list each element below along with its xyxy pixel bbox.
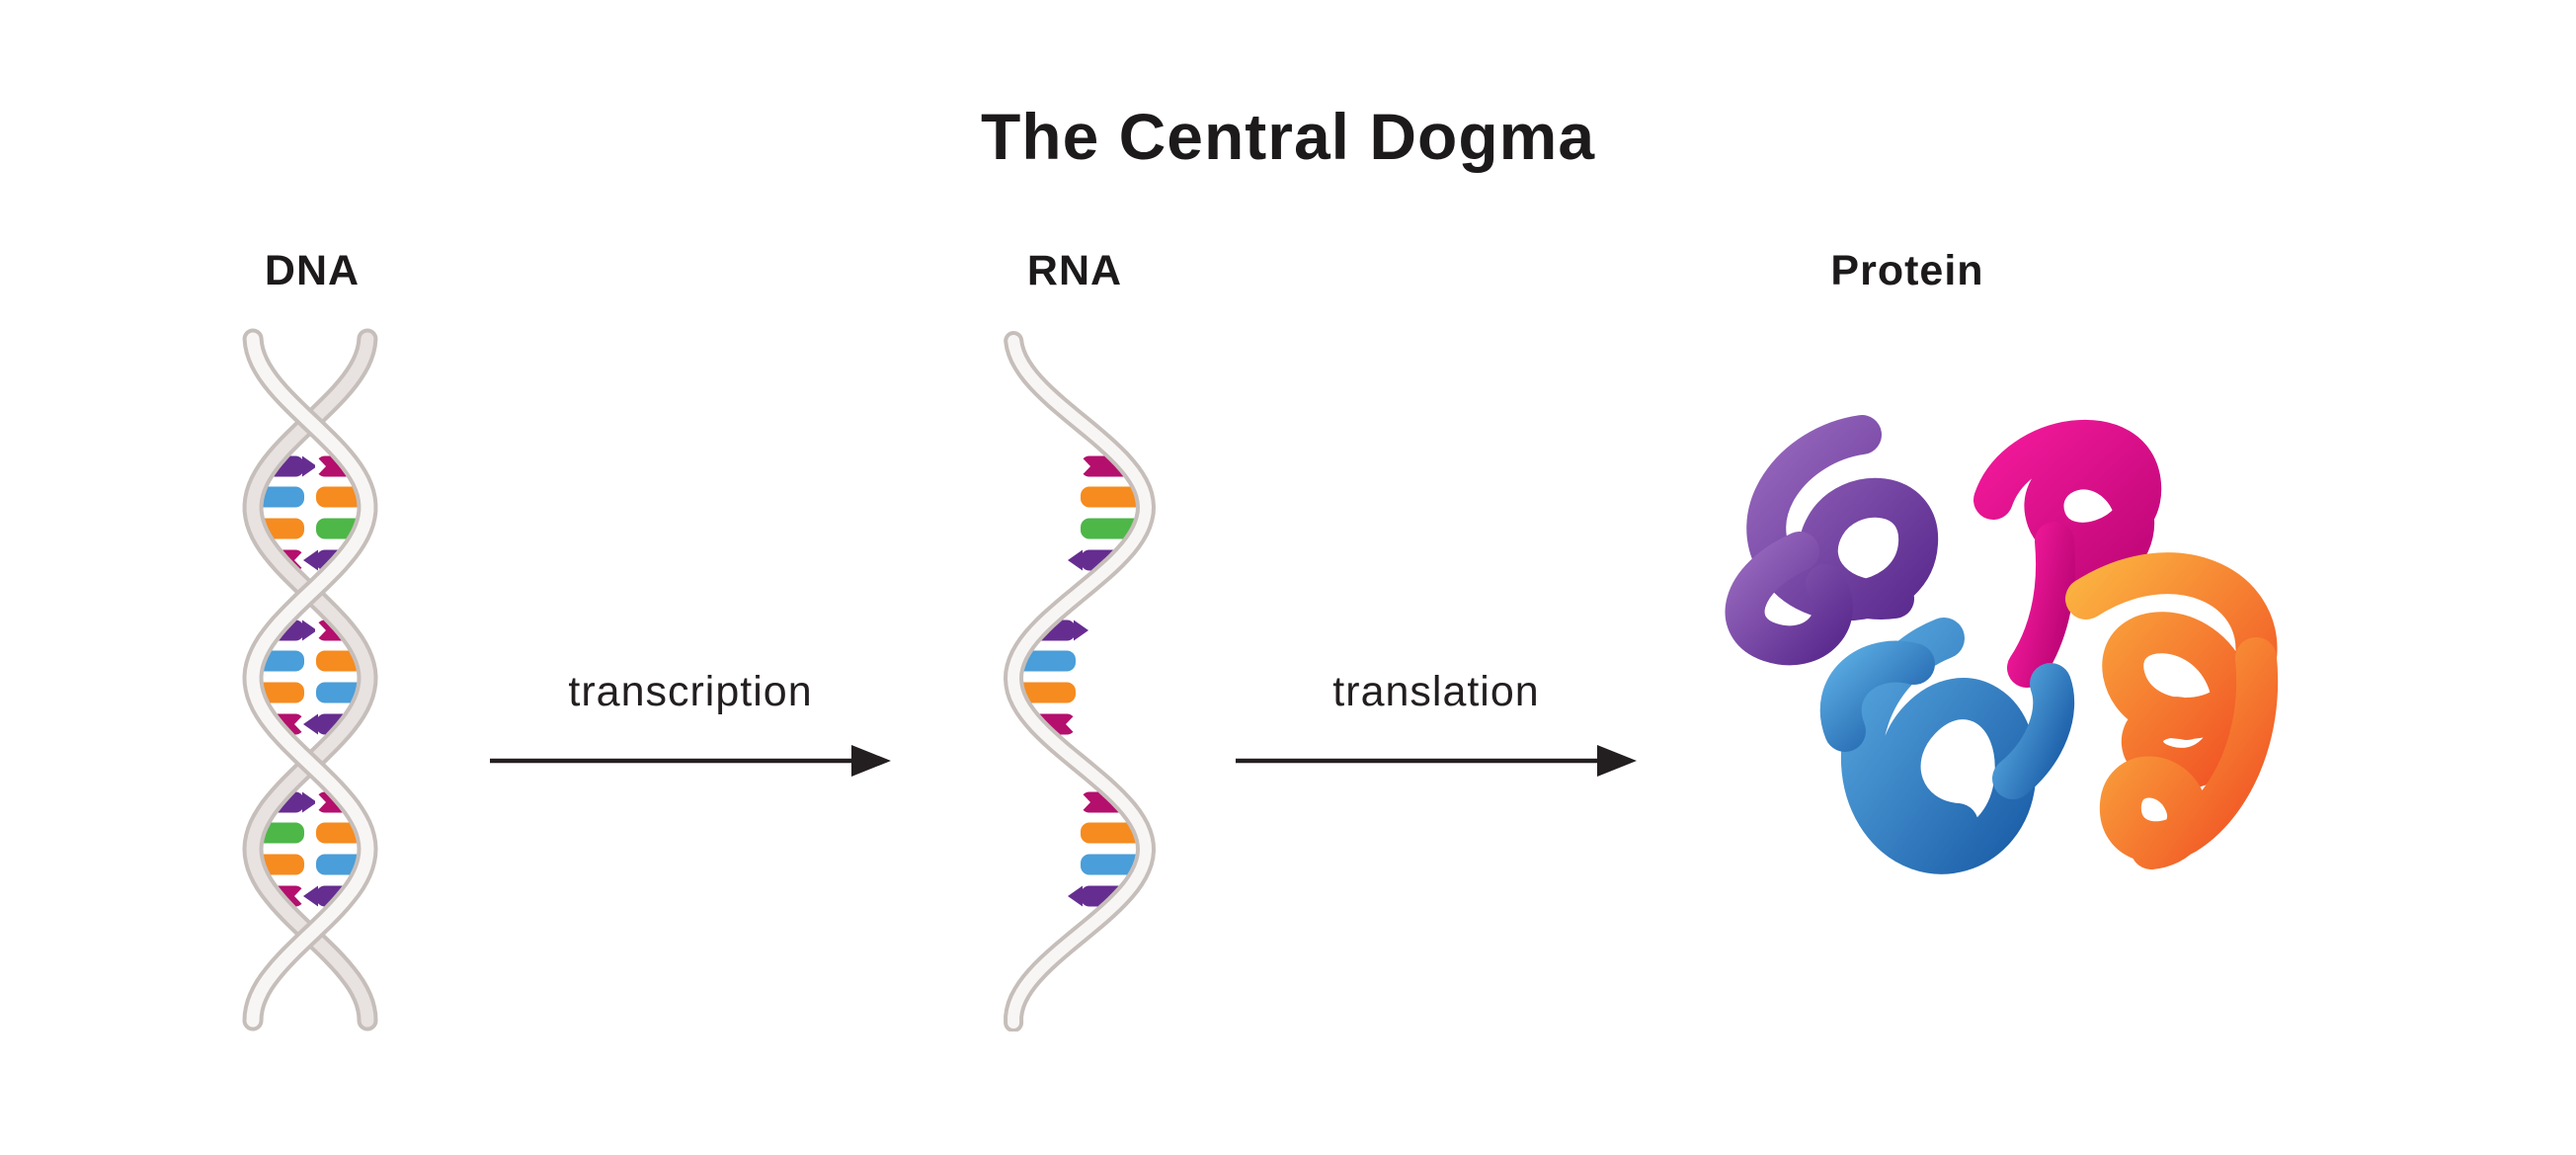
protein-orange-tube — [2099, 637, 2279, 869]
rna-label: RNA — [1026, 247, 1123, 294]
protein-blue-tube — [1992, 663, 2075, 799]
transcription-label: transcription — [568, 668, 813, 715]
protein-label: Protein — [1830, 247, 1984, 294]
protein-blue-tube — [1819, 640, 1935, 752]
transcription-arrow — [490, 745, 891, 777]
protein-tangle-illustration — [1725, 415, 2279, 874]
diagram-title: The Central Dogma — [980, 100, 1596, 173]
translation-label: translation — [1332, 668, 1540, 715]
protein-purple-tube — [1725, 532, 1853, 666]
protein-pink-tube — [2007, 522, 2076, 688]
dna-double-helix-illustration — [242, 328, 378, 1031]
rna-strand-illustration — [1003, 331, 1157, 1031]
translation-arrow — [1236, 745, 1637, 777]
dna-label: DNA — [264, 247, 361, 294]
